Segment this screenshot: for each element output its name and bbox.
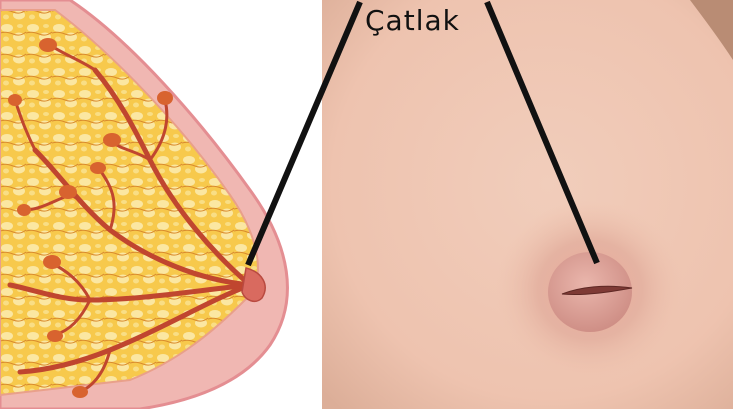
crack-label: Çatlak bbox=[365, 4, 460, 37]
nipple-closeup bbox=[322, 0, 733, 409]
